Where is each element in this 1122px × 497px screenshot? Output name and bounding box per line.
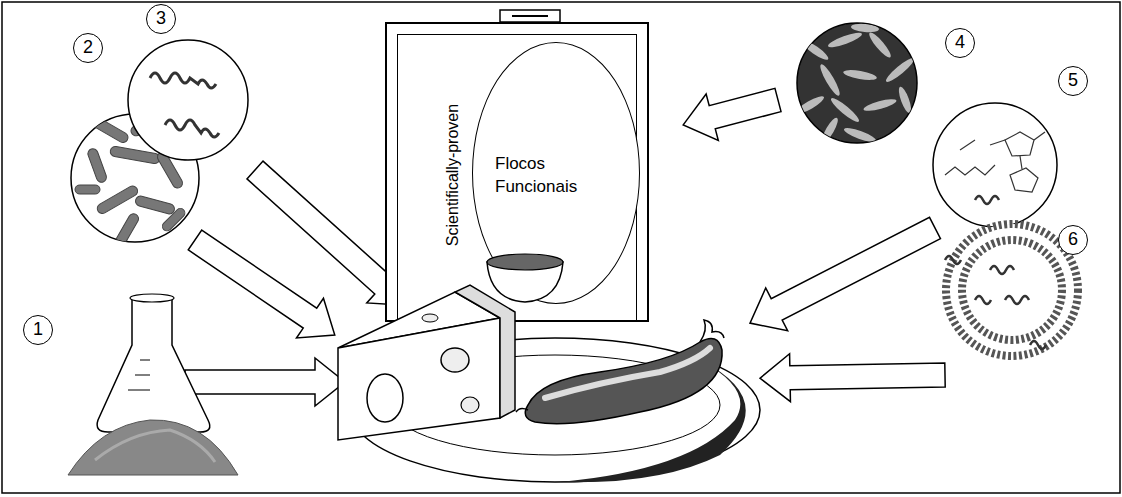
node-text: Flocos Funcionais: [495, 153, 595, 203]
cell-texture-illustration: [794, 23, 917, 145]
callout-number: 2: [73, 33, 103, 63]
box-slot: [512, 15, 548, 17]
callout-number: 5: [1058, 66, 1088, 96]
callout-number: 6: [1058, 225, 1088, 255]
callout-number: 3: [146, 4, 176, 34]
protein-illustration: [128, 40, 248, 160]
box-lid: [500, 10, 560, 22]
flask-illustration: [68, 294, 238, 475]
cheese-illustration: [338, 285, 515, 440]
sausage-illustration: [516, 320, 724, 424]
callout-number: 4: [945, 28, 975, 58]
bowl-illustration: [487, 254, 563, 302]
cereal-box: Scientifically-proven Flocos Funcionais: [385, 22, 649, 322]
callout-number: 1: [23, 315, 53, 345]
box-oval: Flocos Funcionais: [472, 42, 640, 304]
chemical-structure-illustration: [933, 103, 1057, 227]
plate-illustration: [350, 338, 760, 482]
node-text: Scientifically-proven: [442, 75, 464, 275]
